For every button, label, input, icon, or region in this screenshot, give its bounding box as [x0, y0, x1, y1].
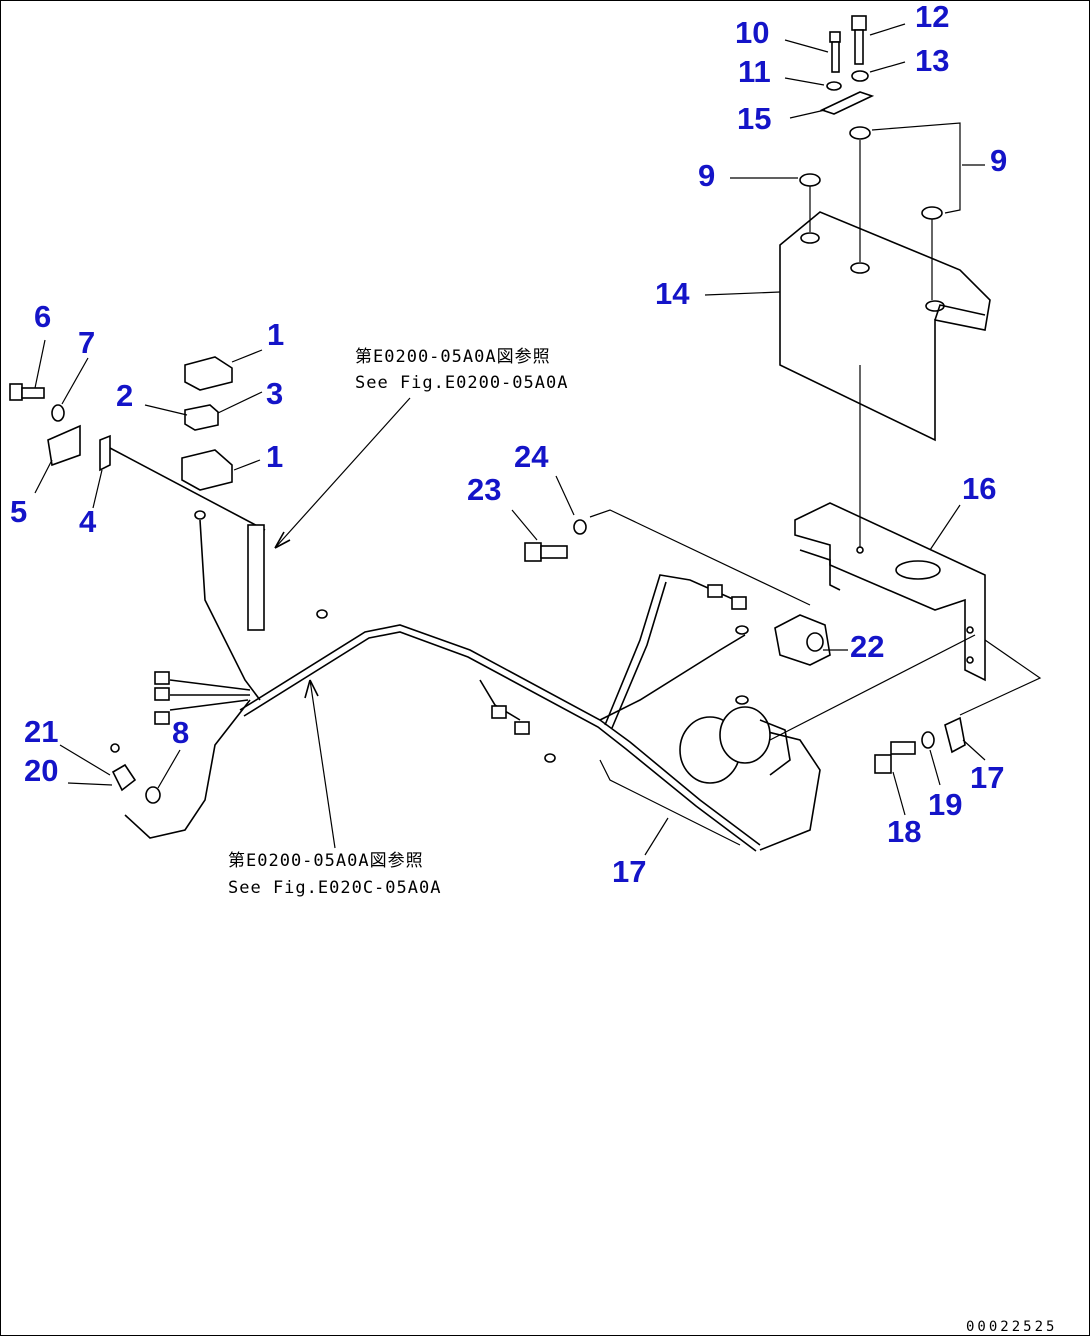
callout-3: 3: [266, 376, 283, 411]
bolt-part-18: [874, 741, 916, 774]
relay-part-2: [184, 404, 219, 431]
callout-7: 7: [78, 325, 95, 360]
washer-part-11: [826, 81, 842, 91]
callout-21: 21: [24, 714, 58, 749]
callout-2: 2: [116, 378, 133, 413]
bracket-part-16: [794, 502, 986, 682]
callout-labels: 10 12 11 13 15 9 9 14 6 7 1 2 3 1 5 4 24…: [10, 0, 1007, 889]
bolt-part-6: [9, 383, 45, 401]
wiring-harness: [124, 510, 821, 852]
callout-5: 5: [10, 494, 27, 529]
callout-17-right: 17: [970, 760, 1004, 795]
callout-6: 6: [34, 299, 51, 334]
callout-18: 18: [887, 814, 921, 849]
callout-1-bottom: 1: [266, 439, 283, 474]
callout-11: 11: [738, 54, 771, 89]
washer-part-13: [851, 70, 869, 82]
callout-23: 23: [467, 472, 501, 507]
note-lower-en: See Fig.E020C-05A0A: [228, 878, 441, 898]
note-lower-jp: 第E0200-05A0A図参照: [228, 851, 424, 871]
plate-part-15: [819, 91, 875, 115]
clamp-part-20: [111, 763, 137, 792]
callout-4: 4: [79, 504, 97, 539]
callout-20: 20: [24, 753, 58, 788]
document-id: 00022525: [966, 1319, 1057, 1335]
washer-part-24: [573, 519, 587, 535]
leader-lines: [34, 23, 986, 856]
clamp-part-17: [944, 716, 966, 754]
relay-part-1-top: [184, 356, 233, 391]
callout-15: 15: [737, 101, 771, 136]
callout-14: 14: [655, 276, 690, 311]
bolt-part-10: [829, 31, 841, 73]
bolt-part-9-c: [849, 126, 871, 140]
bolt-part-12: [851, 15, 867, 65]
callout-16: 16: [962, 471, 996, 506]
note-upper-en: See Fig.E0200-05A0A: [355, 373, 568, 393]
callout-1-top: 1: [267, 317, 284, 352]
note-upper-jp: 第E0200-05A0A図参照: [355, 347, 551, 367]
grommet-part-8: [145, 786, 161, 804]
callout-12: 12: [915, 0, 949, 34]
callout-9-left: 9: [698, 158, 715, 193]
horn-assembly: [679, 695, 791, 784]
cover-part-14: [779, 211, 991, 442]
callout-24: 24: [514, 439, 549, 474]
bolt-part-23: [524, 542, 568, 562]
callout-8: 8: [172, 715, 189, 750]
callout-17-bottom: 17: [612, 854, 646, 889]
callout-19: 19: [928, 787, 962, 822]
mount-bar: [247, 524, 265, 631]
bolt-part-9-b: [921, 206, 943, 220]
bolt-part-9-a: [799, 173, 821, 187]
switch-part-22: [774, 614, 831, 666]
relay-part-1-bottom: [181, 449, 233, 491]
callout-13: 13: [915, 43, 949, 78]
callout-10: 10: [735, 15, 769, 50]
washer-part-7: [51, 404, 65, 422]
washer-part-21: [110, 743, 120, 753]
plate-part-5: [47, 424, 81, 467]
washer-part-19: [921, 731, 935, 749]
callout-9-right: 9: [990, 143, 1007, 178]
callout-22: 22: [850, 629, 884, 664]
clip-part-4: [99, 434, 111, 472]
